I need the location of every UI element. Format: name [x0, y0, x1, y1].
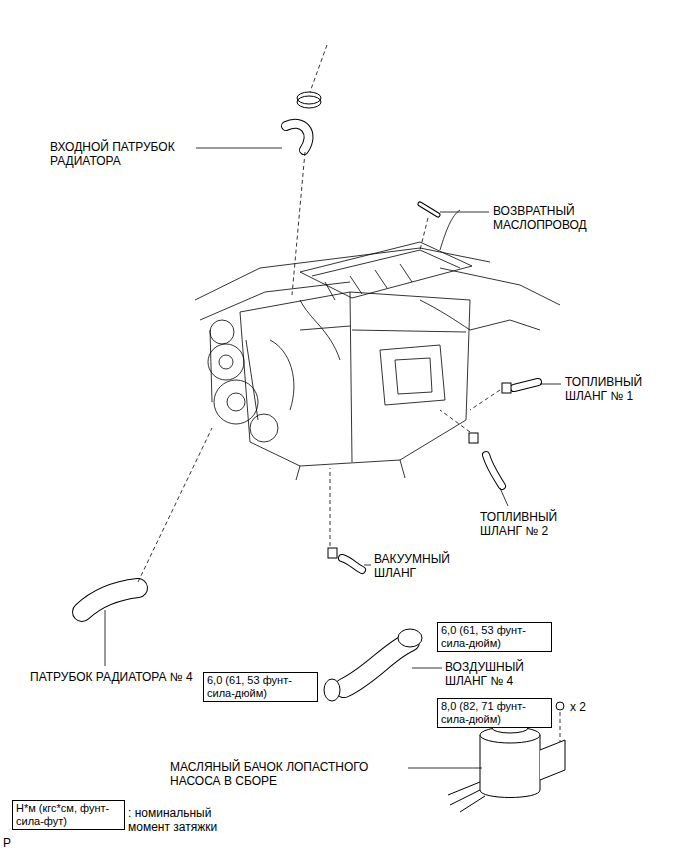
dashed-guides [560, 712, 561, 742]
engine [420, 300, 470, 330]
hoses [82, 124, 538, 688]
part-name: МАСЛЯНЫЙ БАЧОК ЛОПАСТНОГО НАСОСА В СБОРЕ [170, 760, 410, 789]
torque-text: Н*м (кгс*см, фунт-сила-фут) [16, 802, 121, 828]
engine [208, 344, 244, 380]
reservoir [540, 740, 565, 780]
engine [195, 210, 560, 480]
dashed-guides [440, 410, 470, 432]
clamps [502, 383, 511, 393]
clamps [297, 92, 511, 701]
torque-box: 8,0 (82, 71 фунт-сила-дюйм) [437, 698, 552, 728]
engine [214, 380, 258, 424]
page-mark: P [3, 836, 23, 850]
engine [395, 358, 432, 394]
leader-lines [412, 668, 442, 669]
engine [227, 393, 245, 411]
engine [270, 340, 294, 410]
engine [440, 210, 460, 250]
engine [300, 242, 472, 298]
hoses [514, 382, 538, 388]
reservoir [556, 702, 564, 710]
hoses [82, 588, 138, 612]
engine [250, 414, 278, 442]
clamps [324, 679, 340, 701]
leader-lines [540, 384, 561, 385]
dashed-guides [470, 390, 500, 410]
hoses [344, 642, 410, 688]
hoses [82, 588, 138, 612]
dashed-guides [138, 428, 212, 582]
hoses [286, 124, 309, 150]
leader-lines [364, 565, 371, 566]
clamps [398, 629, 422, 647]
torque-text: 8,0 (82, 71 фунт-сила-дюйм) [441, 700, 548, 726]
clamps [469, 433, 478, 443]
hoses [420, 204, 438, 215]
engine [210, 330, 258, 420]
legend-note: : номинальный момент затяжки [128, 806, 238, 835]
dashed-guides [310, 45, 327, 92]
engine [240, 292, 470, 466]
leader-lines [105, 610, 106, 666]
part-name: ВОЗДУШНЫЙ ШЛАНГ № 4 [445, 660, 565, 689]
part-name: ВХОДНОЙ ПАТРУБОК РАДИАТОРА [50, 140, 200, 169]
reservoir [480, 735, 540, 798]
hoses [342, 558, 362, 570]
leader-lines [196, 148, 282, 149]
engine [325, 264, 412, 300]
part-name: ТОПЛИВНЫЙ ШЛАНГ № 1 [565, 375, 680, 404]
part-name: ПАТРУБОК РАДИАТОРА № 4 [30, 670, 195, 684]
engine [470, 320, 540, 330]
dashed-guides [420, 218, 428, 250]
quantity: x 2 [570, 700, 610, 714]
hoses [420, 204, 438, 215]
engine [300, 300, 340, 360]
engine [200, 282, 350, 320]
reservoir [448, 782, 485, 812]
part-name: ВОЗВРАТНЫЙ МАСЛОПРОВОД [493, 204, 618, 233]
torque-box: 6,0 (61, 53 фунт-сила-дюйм) [203, 672, 318, 702]
torque-box: 6,0 (61, 53 фунт-сила-дюйм) [437, 622, 552, 652]
leader-lines [408, 768, 482, 769]
dashed-guides [292, 152, 305, 295]
hoses [486, 455, 502, 486]
legend-box: Н*м (кгс*см, фунт-сила-фут) [12, 800, 125, 830]
engine [210, 320, 234, 344]
hoses [286, 124, 309, 150]
clamps [328, 548, 337, 558]
part-name: ВАКУУМНЫЙ ШЛАНГ [374, 552, 474, 581]
engine [219, 355, 233, 369]
engine [300, 292, 466, 462]
torque-text: 6,0 (61, 53 фунт-сила-дюйм) [441, 624, 548, 650]
clamps [297, 96, 321, 108]
part-name: ТОПЛИВНЫЙ ШЛАНГ № 2 [480, 510, 595, 539]
engine [195, 248, 490, 300]
hoses [344, 642, 410, 688]
dashed-guides [138, 45, 560, 742]
engine [312, 250, 460, 276]
hoses [514, 382, 538, 388]
engine [296, 460, 405, 480]
dashed-guides [330, 468, 331, 546]
torque-text: 6,0 (61, 53 фунт-сила-дюйм) [207, 674, 314, 700]
hoses [342, 558, 362, 570]
hoses [486, 455, 502, 486]
leader-lines [500, 488, 508, 506]
engine [380, 345, 445, 405]
leader-lines [440, 212, 489, 213]
